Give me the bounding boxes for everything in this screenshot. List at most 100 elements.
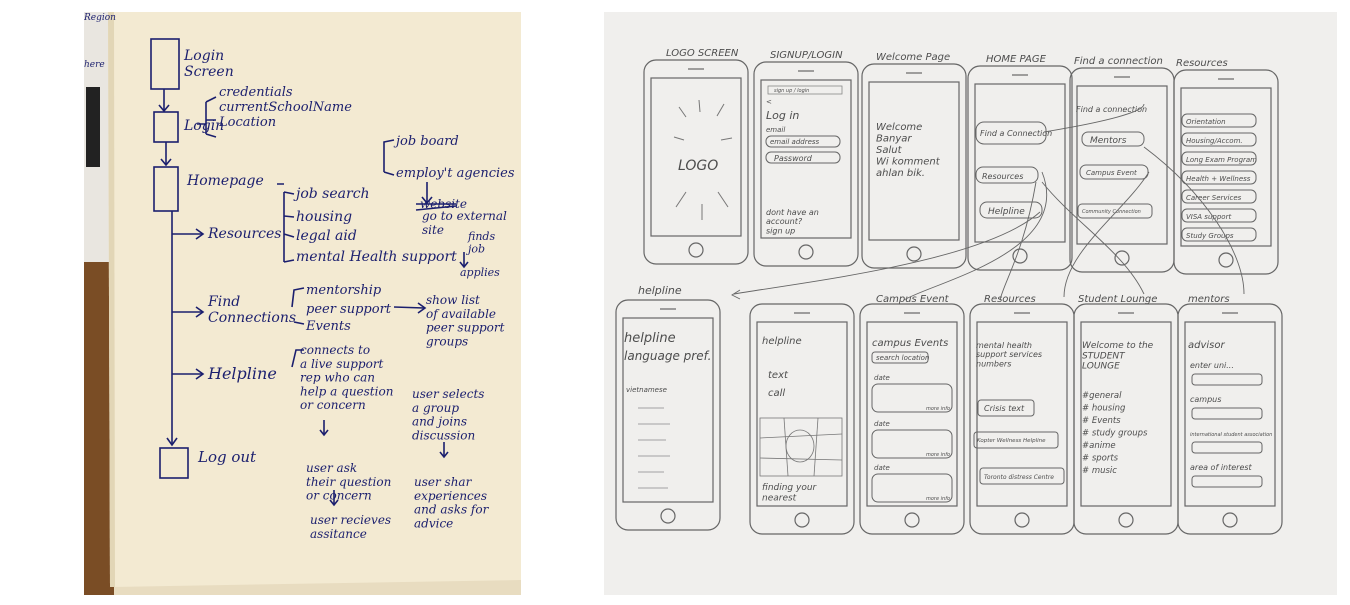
applies-label: applies bbox=[460, 266, 500, 279]
community-button[interactable] bbox=[1077, 203, 1153, 219]
resource-button-label: Health + Wellness bbox=[1186, 175, 1251, 183]
connection-heading: Find a connection bbox=[1076, 105, 1147, 114]
title-logo-screen: LOGO SCREEN bbox=[666, 48, 739, 59]
phone-frame bbox=[749, 303, 855, 535]
back-icon[interactable]: < bbox=[766, 98, 772, 106]
helpline-lang-item: vietnamese bbox=[626, 386, 667, 394]
mentor-field-input[interactable] bbox=[1191, 475, 1263, 488]
campus-search-placeholder: search location bbox=[876, 354, 929, 362]
home-find-connection-label: Find a Connection bbox=[980, 129, 1052, 138]
distress-centre-button[interactable] bbox=[979, 467, 1065, 485]
mentor-field-label: enter uni... bbox=[1190, 361, 1234, 370]
phone-screen bbox=[1180, 87, 1272, 247]
helpline-contact-heading: helpline bbox=[762, 336, 802, 347]
phone-screen bbox=[760, 79, 852, 239]
phone-frame bbox=[967, 65, 1073, 271]
mentor-field-label: area of interest bbox=[1190, 463, 1253, 472]
resource-button[interactable] bbox=[1181, 189, 1257, 204]
event-more-info[interactable]: more info bbox=[926, 452, 950, 458]
event-card[interactable] bbox=[871, 383, 953, 413]
phone-screen bbox=[976, 321, 1068, 507]
resource-button[interactable] bbox=[1181, 227, 1257, 242]
lounge-tag[interactable]: # Events bbox=[1082, 416, 1121, 426]
event-more-info[interactable]: more info bbox=[926, 496, 950, 502]
resource-item-2: housing bbox=[296, 209, 352, 225]
helpline-option-call[interactable]: call bbox=[768, 388, 785, 399]
wellness-helpline-button[interactable] bbox=[973, 431, 1059, 449]
helpline-option-text[interactable]: text bbox=[768, 370, 789, 381]
wellness-helpline-label: Kopter Wellness Helpline bbox=[977, 438, 1046, 444]
home-find-connection-button[interactable] bbox=[975, 121, 1047, 145]
email-label: email bbox=[766, 126, 785, 134]
home-button-icon bbox=[904, 512, 920, 528]
password-field[interactable] bbox=[765, 151, 841, 164]
home-resources-button[interactable] bbox=[975, 166, 1039, 184]
lounge-tag[interactable]: # music bbox=[1082, 466, 1117, 476]
mentors-label: Mentors bbox=[1090, 136, 1127, 146]
connection-item-3: Events bbox=[305, 319, 351, 334]
event-card[interactable] bbox=[871, 429, 953, 459]
resource-button[interactable] bbox=[1181, 151, 1257, 166]
title-signup-login: SIGNUP/LOGIN bbox=[770, 50, 843, 61]
home-button-icon bbox=[798, 244, 814, 260]
campus-event-button[interactable] bbox=[1079, 164, 1149, 180]
logo-text: LOGO bbox=[678, 158, 718, 174]
signin-topbar: sign up / login bbox=[774, 88, 809, 94]
login-detail-1: credentials bbox=[219, 85, 293, 100]
logout-label: Log out bbox=[197, 448, 257, 466]
resource-button[interactable] bbox=[1181, 208, 1257, 223]
lounge-tag[interactable]: # study groups bbox=[1082, 429, 1148, 439]
connection-item-2: peer support bbox=[306, 302, 392, 317]
resource-button-label: Housing/Accom. bbox=[1186, 137, 1243, 145]
mentors-button[interactable] bbox=[1081, 131, 1145, 147]
resource-button[interactable] bbox=[1181, 132, 1257, 147]
helpline-label: Helpline bbox=[207, 364, 277, 383]
home-button-icon bbox=[660, 508, 676, 524]
resource-button[interactable] bbox=[1181, 113, 1257, 128]
phone-frame bbox=[1177, 303, 1283, 535]
lounge-tag[interactable]: #general bbox=[1082, 391, 1122, 401]
mentor-field-input[interactable] bbox=[1191, 407, 1263, 420]
lounge-tag[interactable]: # housing bbox=[1082, 404, 1126, 414]
lounge-tag[interactable]: #anime bbox=[1082, 441, 1116, 451]
language-list[interactable] bbox=[638, 407, 670, 489]
campus-search-field[interactable] bbox=[871, 351, 929, 364]
community-label: Community Connection bbox=[1082, 209, 1141, 215]
login-detail-2: currentSchoolName bbox=[219, 100, 352, 115]
resources-label: Resources bbox=[207, 226, 281, 242]
phone-screen bbox=[974, 83, 1066, 243]
crisis-text-label: Crisis text bbox=[984, 404, 1025, 413]
mentor-field-input[interactable] bbox=[1191, 441, 1263, 454]
crisis-text-button[interactable] bbox=[977, 399, 1035, 417]
lounge-tag[interactable]: # sports bbox=[1082, 454, 1119, 464]
job-board-label: job board bbox=[393, 134, 459, 149]
logo-burst-icon bbox=[673, 99, 733, 220]
mentors-heading: advisor bbox=[1188, 340, 1226, 351]
event-more-info[interactable]: more info bbox=[926, 406, 950, 412]
home-button-icon bbox=[906, 246, 922, 262]
phone-screen bbox=[866, 321, 958, 507]
mentor-field-input[interactable] bbox=[1191, 373, 1263, 386]
helpline-lang-sub: language pref. bbox=[624, 349, 711, 363]
resource-button-label: VISA support bbox=[1186, 213, 1231, 221]
title-resources: Resources bbox=[1176, 58, 1228, 69]
email-field[interactable] bbox=[765, 135, 841, 148]
event-date-label: date bbox=[874, 420, 890, 428]
region-label: Region bbox=[84, 13, 116, 23]
resource-button[interactable] bbox=[1181, 170, 1257, 185]
resource-button-label: Career Services bbox=[1186, 194, 1242, 202]
login-detail-3: Location bbox=[218, 115, 276, 130]
phone-screen bbox=[868, 81, 960, 241]
home-helpline-button[interactable] bbox=[979, 201, 1043, 219]
phone-frame bbox=[861, 63, 967, 269]
event-card[interactable] bbox=[871, 473, 953, 503]
campus-events-heading: campus Events bbox=[872, 338, 948, 349]
